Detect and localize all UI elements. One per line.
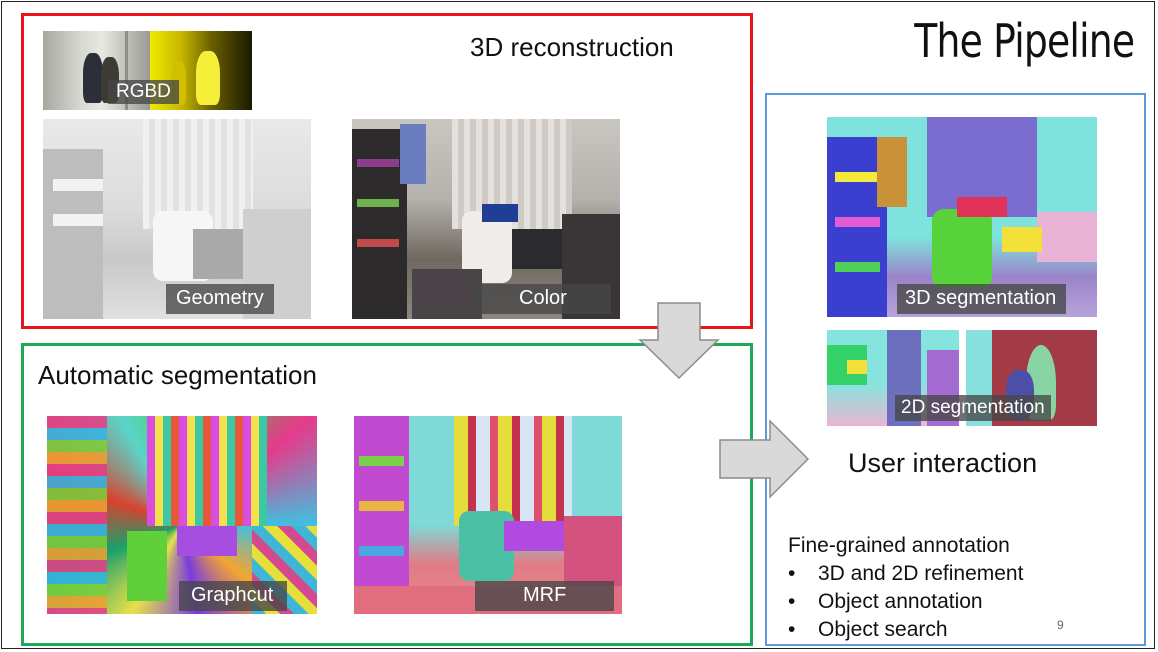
graphcut-image: Graphcut — [47, 416, 317, 614]
notes-list: •3D and 2D refinement •Object annotation… — [788, 560, 1023, 644]
slide-title: The Pipeline — [914, 14, 1135, 68]
list-item: •Object search — [788, 616, 1023, 644]
reconstruction-box — [21, 13, 753, 329]
bullet-icon: • — [788, 590, 796, 613]
mrf-image: MRF — [354, 416, 622, 614]
color-caption: Color — [475, 284, 611, 314]
automatic-segmentation-heading: Automatic segmentation — [38, 360, 317, 390]
notes-title: Fine-grained annotation — [788, 534, 1010, 557]
geometry-image: Geometry — [43, 119, 311, 319]
annotation-notes: Fine-grained annotation •3D and 2D refin… — [788, 532, 1023, 644]
2d-segmentation-caption: 2D segmentation — [895, 395, 1051, 421]
down-arrow-icon — [638, 302, 720, 380]
geometry-caption: Geometry — [166, 284, 274, 314]
list-item: •Object annotation — [788, 588, 1023, 616]
user-interaction-box — [765, 93, 1146, 646]
3d-segmentation-caption: 3D segmentation — [897, 284, 1067, 314]
bullet-icon: • — [788, 618, 796, 641]
automatic-segmentation-box — [21, 343, 753, 646]
page-number: 9 — [1057, 618, 1064, 632]
user-interaction-heading: User interaction — [848, 448, 1038, 478]
2d-segmentation-image-left — [827, 330, 959, 426]
right-arrow-icon — [719, 419, 810, 499]
color-image: Color — [352, 119, 620, 319]
3d-segmentation-image: 3D segmentation — [827, 117, 1097, 317]
rgbd-caption: RGBD — [108, 80, 179, 104]
reconstruction-heading: 3D reconstruction — [470, 32, 674, 62]
bullet-icon: • — [788, 562, 796, 585]
mrf-caption: MRF — [475, 581, 615, 611]
list-item: •3D and 2D refinement — [788, 560, 1023, 588]
graphcut-caption: Graphcut — [179, 581, 288, 611]
